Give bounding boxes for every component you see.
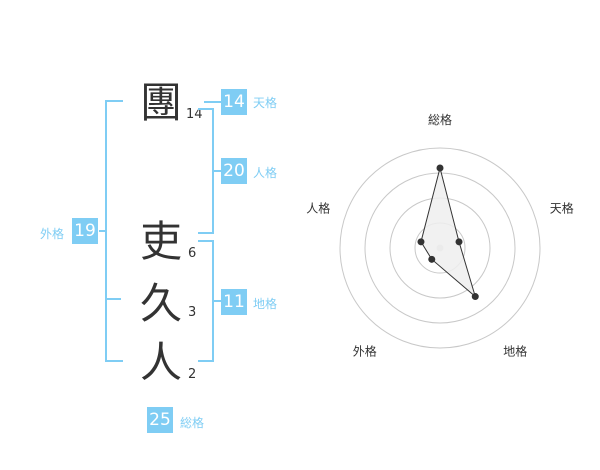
- jinkaku-connector: [212, 170, 222, 172]
- gaikaku-connector: [99, 230, 107, 232]
- radar-point-2: [455, 238, 463, 246]
- tenkaku-connector: [204, 101, 222, 103]
- radar-axis-label-1: 総格: [428, 112, 452, 127]
- radar-ring-4: [339, 147, 541, 349]
- tenkaku-value-badge: 14: [221, 89, 247, 115]
- radar-axis-label-2: 天格: [550, 200, 574, 215]
- given-char-3-strokes: 2: [188, 367, 197, 382]
- given-char-2: 久: [140, 279, 183, 328]
- given-char-2-strokes: 3: [188, 305, 197, 320]
- jinkaku-value-badge: 20: [221, 158, 247, 184]
- given-char-1: 吏: [140, 217, 183, 266]
- soukaku-value-badge: 25: [147, 407, 173, 433]
- radar-axis-label-3: 地格: [503, 344, 527, 359]
- surname-char-1-strokes: 14: [186, 107, 203, 122]
- jinkaku-label: 人格: [253, 166, 278, 180]
- radar-series-area: [420, 167, 477, 299]
- radar-point-1: [436, 164, 444, 172]
- gaikaku-bracket-mid-tick: [105, 298, 121, 300]
- soukaku-label: 総格: [180, 416, 205, 430]
- radar-axis-label-4: 外格: [353, 344, 377, 359]
- gaikaku-label: 外格: [40, 227, 65, 241]
- radar-point-3: [471, 293, 479, 301]
- chikaku-connector: [212, 300, 222, 302]
- radar-point-4: [428, 255, 436, 263]
- radar-point-5: [417, 238, 425, 246]
- surname-char-1: 團: [140, 78, 183, 127]
- gaikaku-value-badge: 19: [72, 218, 98, 244]
- tenkaku-label: 天格: [253, 96, 278, 110]
- radar-axis-label-5: 人格: [306, 200, 330, 215]
- given-char-1-strokes: 6: [188, 246, 197, 261]
- given-char-3: 人: [140, 338, 183, 387]
- chikaku-value-badge: 11: [221, 289, 247, 315]
- chikaku-label: 地格: [253, 297, 278, 311]
